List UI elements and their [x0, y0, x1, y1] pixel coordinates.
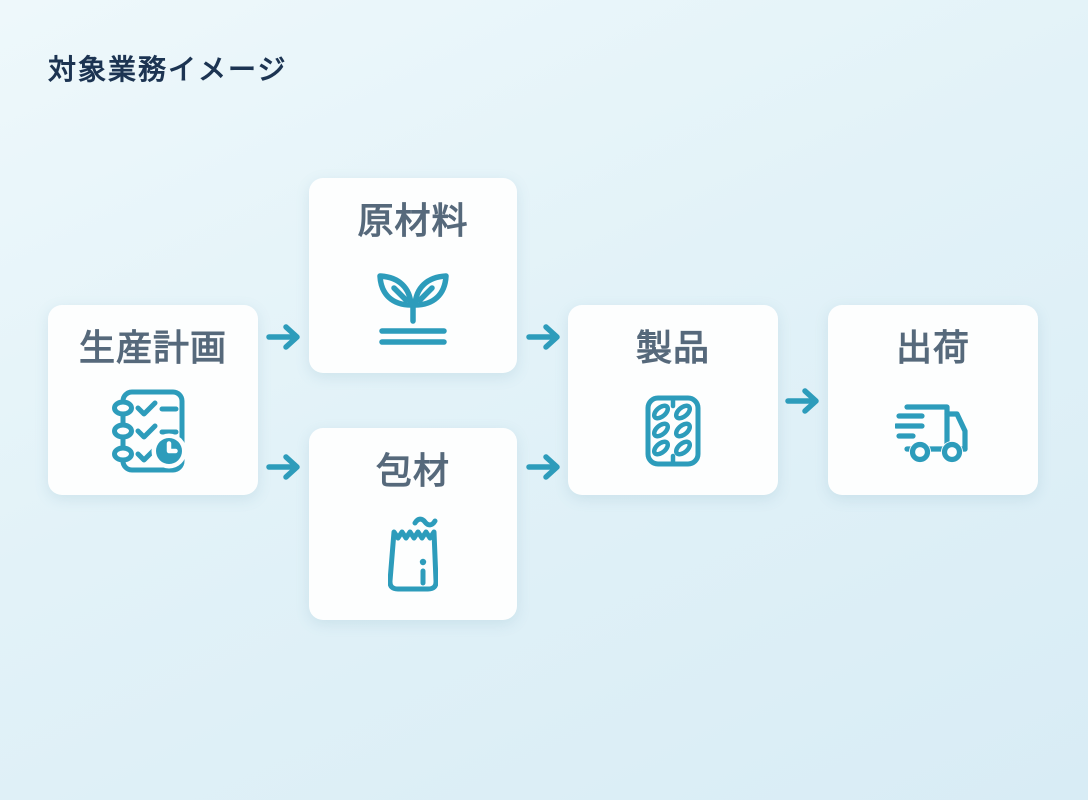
flow-arrow-raw-materials-to-products	[526, 320, 562, 354]
flow-card-raw-materials: 原材料	[309, 178, 517, 373]
flow-card-shipping: 出荷	[828, 305, 1038, 495]
flow-card-products: 製品	[568, 305, 778, 495]
flow-arrow-plan-to-raw-materials	[266, 320, 302, 354]
flow-card-production-plan: 生産計画	[48, 305, 258, 495]
flow-card-packaging-materials: 包材	[309, 428, 517, 620]
flow-arrow-plan-to-packaging	[266, 450, 302, 484]
delivery-truck-icon	[895, 367, 971, 495]
flow-arrow-products-to-shipping	[785, 384, 821, 418]
page-title: 対象業務イメージ	[48, 54, 288, 85]
sprout-icon	[373, 240, 453, 373]
flow-arrow-packaging-to-products	[526, 450, 562, 484]
paper-bag-icon	[388, 490, 438, 620]
card-label-packaging-materials: 包材	[375, 450, 450, 491]
checklist-clock-icon	[111, 367, 195, 495]
card-label-production-plan: 生産計画	[78, 327, 227, 368]
card-label-products: 製品	[635, 327, 710, 368]
blister-pack-icon	[645, 367, 701, 495]
card-label-shipping: 出荷	[895, 327, 970, 368]
card-label-raw-materials: 原材料	[357, 200, 469, 241]
